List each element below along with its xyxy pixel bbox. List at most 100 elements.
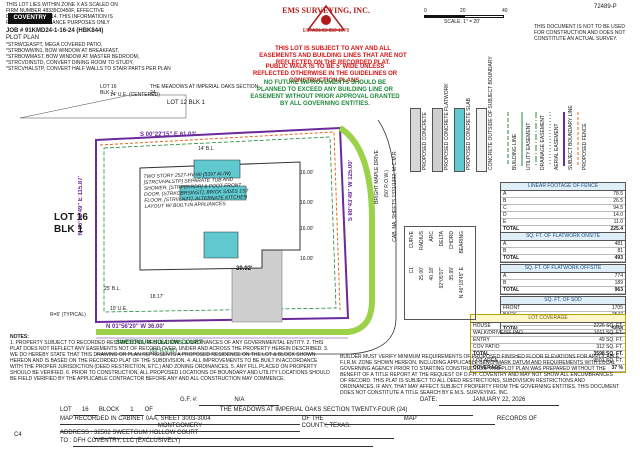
legend-swatch-slab: [454, 108, 465, 172]
scale-tick-20: 20: [460, 8, 466, 14]
public-walk-notice: PUBLIC WALK IS TO BE 5' WIDE UNLESS REFL…: [252, 64, 398, 84]
legend-line-samples: [507, 112, 579, 166]
easement-top-label: 14' U.E. (CENTERED): [110, 92, 160, 98]
covered-patio: [193, 159, 241, 179]
notes-body: 1. PROPERTY SUBJECT TO RECORDED RESTRICT…: [10, 340, 330, 382]
curve-table-cell: 40.18': [429, 267, 435, 281]
adjacent-lot-outline: [19, 94, 187, 119]
job-number-line: JOB # 91KMD24-1-16-24 (HBK844): [6, 28, 104, 34]
street-curb: [96, 119, 397, 355]
house-description: TWO STORY 2527-HV-90 (5397 AL/W) [STRCVH…: [143, 170, 249, 210]
future-improvements-notice: NO FUTURE IMPROVEMENTS SHOULD BE PLANNED…: [250, 80, 400, 107]
bearing-bottom: N 01°56'20" W 36.00': [106, 324, 165, 330]
of-the-label: OF THE: [301, 416, 324, 422]
easement-line: [103, 136, 337, 313]
county-suffix: COUNTY, TEXAS.: [301, 423, 351, 429]
street-name: BRIGHT MAPLE DRIVE: [374, 150, 380, 204]
curve-table-header: DELTA: [439, 231, 445, 247]
lot-label-footer: LOT: [60, 407, 72, 413]
bearing-top: S 00°22'15" E 61.02': [140, 132, 197, 138]
garage-slab: [203, 231, 239, 259]
option-item: *STRCVDINSTD, CONVERT DINING ROOM TO STU…: [6, 60, 134, 66]
surveyor-logo-mark: [306, 4, 346, 31]
dim-label: 16.00': [300, 170, 314, 176]
notes-title: NOTES:: [10, 334, 29, 340]
dim-label: 25' B.L.: [104, 286, 121, 292]
curve-table-header: CHORD: [449, 231, 455, 250]
records-of-label: RECORDS OF: [496, 416, 537, 422]
scale-tick-40: 40: [502, 8, 508, 14]
subdivision-name: THE MEADOWS AT IMPERIAL OAKS SECTION TWE…: [154, 406, 473, 416]
easement-notice: THIS LOT IS SUBJECT TO ANY AND ALL EASEM…: [259, 46, 407, 66]
top-subdivision-label: THE MEADOWS AT IMPERIAL OAKS SECTION 24: [150, 84, 259, 96]
interior-slab: [179, 185, 247, 201]
fence-table-title: LINEAR FOOTAGE OF FENCE: [501, 183, 625, 191]
lot-label: LOT 16: [54, 212, 88, 223]
bottom-street-row: (50' R.O.W.): [150, 348, 178, 354]
option-item: *STRBOWMAST, BOW WINDOW AT MASTER BEDROO…: [6, 54, 140, 60]
notes-section: NOTES: 1. PROPERTY SUBJECT TO RECORDED R…: [10, 334, 330, 388]
page-mark: C4: [14, 432, 22, 438]
date-label: DATE:: [420, 397, 438, 403]
curve-table-cell: 25.00': [419, 267, 425, 281]
flatwork-onsite-title: SQ. FT. OF FLATWORK ONSITE: [501, 233, 625, 241]
sod-table-title: SQ. FT. OF SOD: [501, 297, 625, 305]
job-info: JOB # 91KMD24-1-16-24 (HBK844) PLOT PLAN…: [6, 28, 256, 72]
block-label-footer: BLOCK: [98, 407, 120, 413]
curve-table-header: BEARING: [459, 231, 465, 254]
bearing-right: S 88°43'49" W 125.00': [348, 160, 354, 222]
legend-swatch-flatwork: [432, 108, 443, 172]
legend-swatch-outside-concrete: [476, 108, 487, 172]
curve-table-cell: 92°05'07": [439, 267, 445, 289]
flood-zone-disclaimer: THIS LOT LIES WITHIN ZONE X AS SCALED ON…: [6, 2, 118, 24]
title-block: G.F. #: N/A DATE: JANUARY 22, 2026 LOT 1…: [60, 396, 620, 447]
date-field: DATE: JANUARY 22, 2026: [420, 396, 559, 406]
of-label: OF: [144, 407, 153, 413]
scale-label: SCALE: 1" = 20': [444, 19, 480, 25]
dim-label: 18.17': [150, 294, 164, 300]
builder-logo: COVENTRY HOMES: [8, 13, 52, 32]
builder-note: BUILDER MUST VERIFY MINIMUM REQUIREMENTS…: [340, 354, 620, 394]
gf-field: G.F. #: N/A: [180, 396, 280, 406]
house-width: 39.92': [236, 266, 253, 272]
surveyor-name: EMS SURVEYING, INC.: [282, 6, 370, 15]
radius-label: R=5' (TYPICAL): [50, 312, 86, 318]
gf-value: N/A: [199, 396, 280, 406]
block-value: 1: [120, 406, 143, 416]
lot-value: 16: [73, 406, 98, 416]
county-line: MONTGOMERY COUNTY, TEXAS.: [60, 422, 620, 432]
scale-tick-0: 0: [424, 8, 427, 14]
dim-label: 16.00': [300, 226, 314, 232]
address-line: ADDRESS : 32502 SWEETGUM HOLLOW COURT: [60, 429, 395, 439]
street-row: (50' R.O.W.): [384, 170, 390, 198]
date-value: JANUARY 22, 2026: [438, 396, 559, 406]
job-number: 72489-P: [594, 4, 617, 10]
curve-table-cell: C1: [409, 267, 415, 274]
curve-table-header: ARC: [429, 231, 435, 242]
top-blk-label: BLK 1: [100, 90, 114, 96]
dim-label: 14' B.L.: [198, 146, 215, 152]
lot-boundary: [95, 126, 350, 324]
lot-coverage-title: LOT COVERAGE: [471, 315, 625, 323]
surveyor-established: ESTABLISHED 1978: [302, 28, 350, 34]
scale-bar: 0 20 40 SCALE: 1" = 20': [414, 8, 534, 26]
to-line: TO : DFH COVENTRY, LLC (EXCLUSIVELY): [60, 437, 374, 447]
